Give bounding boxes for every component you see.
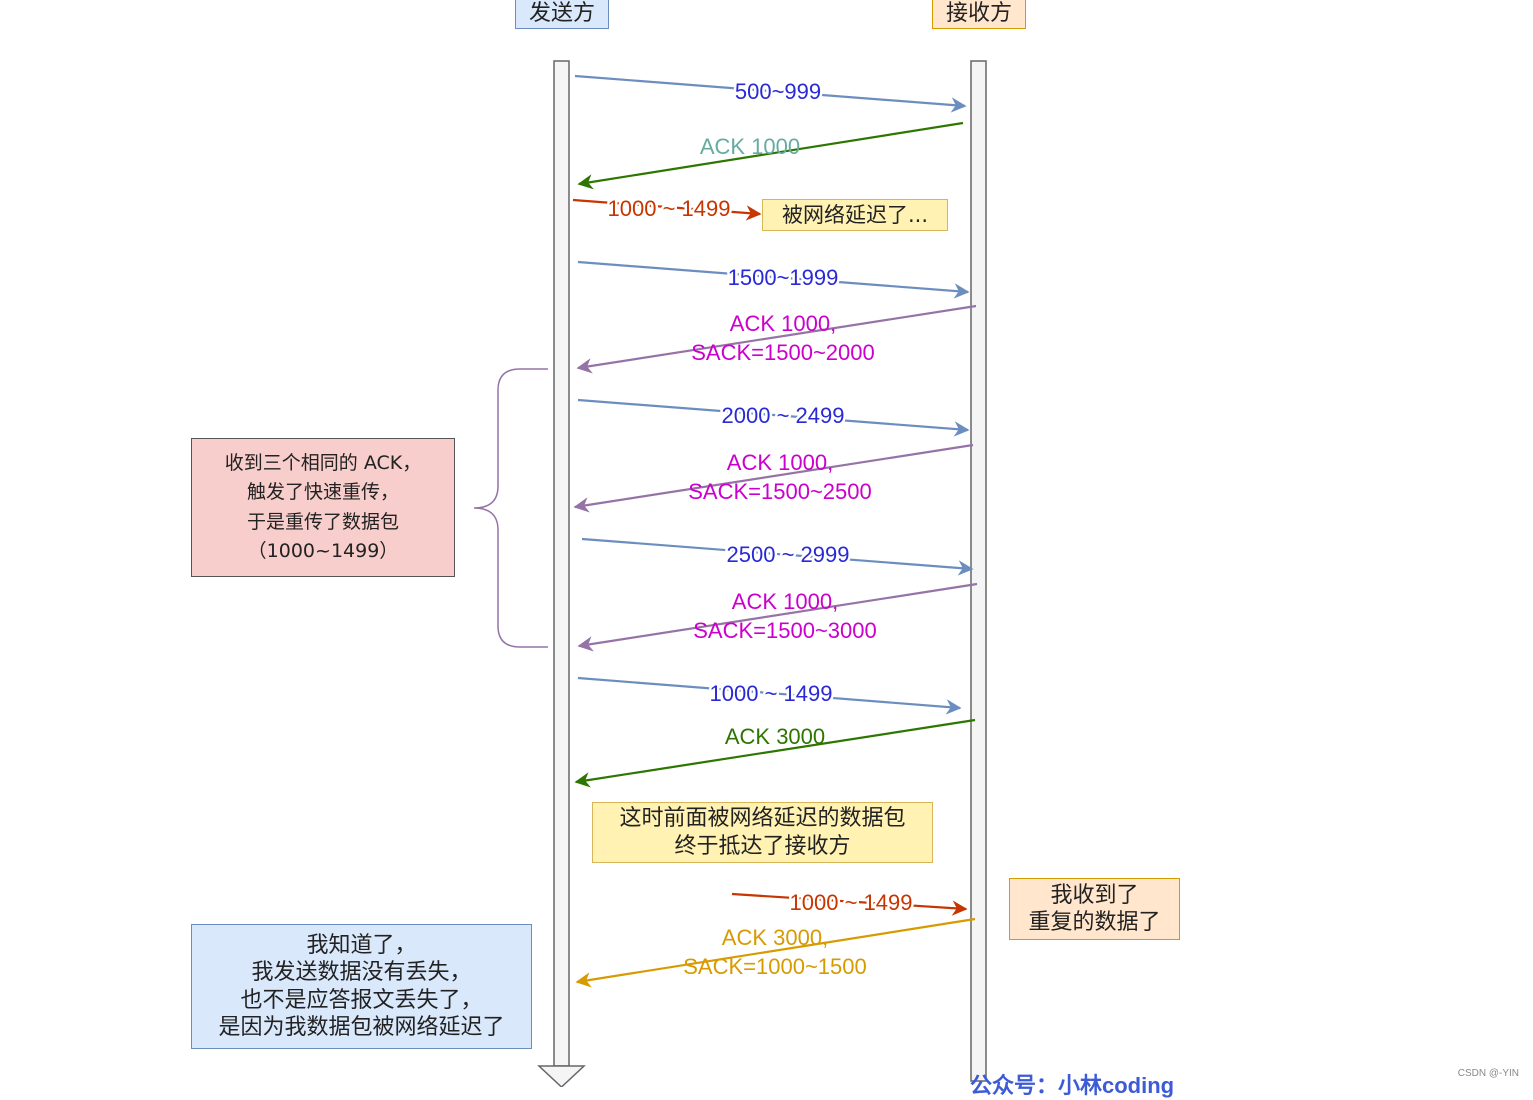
arrow-label-5: ACK 1000, SACK=1500~2000 — [691, 311, 875, 365]
note-line: 重复的数据了 — [1028, 910, 1161, 935]
note-line: 是因为我数据包被网络延迟了 — [218, 1015, 505, 1040]
arrow-label-9: ACK 1000, SACK=1500~3000 — [693, 589, 877, 643]
fast-retransmit-note: 收到三个相同的 ACK， 触发了快速重传， 于是重传了数据包 （1000~149… — [191, 438, 455, 577]
sender-header: 发送方 — [515, 0, 609, 29]
arrow-6 — [577, 398, 970, 437]
arrow-label-line: SACK=1500~2500 — [688, 479, 872, 504]
note-line: 我收到了 — [1050, 882, 1139, 908]
arrow-label-3: 1000 ~ 1499 — [608, 196, 731, 221]
arrow-label-line: ACK 1000, — [730, 311, 836, 336]
arrow-label-8: 2500 ~ 2999 — [727, 542, 850, 567]
arrow-label-line: 1000 ~ 1499 — [710, 681, 833, 706]
arrow-label-line: 1000 ~ 1499 — [790, 890, 913, 915]
arrow-label-line: 2500 ~ 2999 — [727, 542, 850, 567]
arrow-label-line: 1500~1999 — [728, 265, 839, 290]
arrow-13 — [575, 917, 976, 988]
arrow-label-11: ACK 3000 — [725, 724, 825, 749]
arrow-label-line: SACK=1500~2000 — [691, 340, 875, 365]
arrow-11 — [574, 718, 976, 788]
arrow-label-line: SACK=1000~1500 — [683, 954, 867, 979]
arrow-8 — [581, 537, 974, 576]
note-line: 触发了快速重传， — [246, 481, 399, 504]
arrow-label-12: 1000 ~ 1499 — [790, 890, 913, 915]
arrow-10 — [577, 676, 962, 715]
arrow-1 — [574, 74, 967, 113]
arrow-label-4: 1500~1999 — [728, 265, 839, 290]
arrow-label-7: ACK 1000, SACK=1500~2500 — [688, 450, 872, 504]
note-line: 终于抵达了接收方 — [674, 833, 851, 859]
credit-text: CSDN @-YIN — [1457, 1068, 1519, 1079]
arrow-label-line: 2000 ~ 2499 — [722, 403, 845, 428]
arrow-label-1: 500~999 — [735, 79, 821, 104]
curly-brace — [473, 368, 548, 648]
arrow-label-line: ACK 1000, — [732, 589, 838, 614]
delayed-note: 被网络延迟了... — [762, 199, 948, 231]
note-line: 这时前面被网络延迟的数据包 — [619, 806, 906, 831]
sender-lifeline — [537, 60, 586, 1087]
arrow-label-13: ACK 3000, SACK=1000~1500 — [683, 925, 867, 979]
receiver-header: 接收方 — [932, 0, 1026, 29]
duplicate-note: 我收到了 重复的数据了 — [1009, 878, 1180, 940]
note-line: 我发送数据没有丢失， — [251, 960, 472, 985]
note-line: 我知道了， — [306, 932, 417, 958]
arrived-note: 这时前面被网络延迟的数据包 终于抵达了接收方 — [592, 802, 933, 863]
conclusion-note: 我知道了， 我发送数据没有丢失， 也不是应答报文丢失了， 是因为我数据包被网络延… — [191, 924, 532, 1049]
arrow-label-line: ACK 3000 — [725, 724, 825, 749]
arrow-label-6: 2000 ~ 2499 — [722, 403, 845, 428]
arrow-3 — [572, 198, 762, 221]
note-line: 于是重传了数据包 — [246, 510, 399, 533]
note-line: 也不是应答报文丢失了， — [240, 987, 483, 1013]
arrow-9 — [577, 582, 978, 652]
receiver-lifeline — [970, 60, 987, 1082]
arrow-label-line: ACK 1000 — [700, 134, 800, 159]
arrow-7 — [573, 443, 974, 513]
arrow-12 — [731, 892, 968, 916]
arrow-label-line: 500~999 — [735, 79, 821, 104]
arrow-label-line: ACK 1000, — [727, 450, 833, 475]
watermark: 公众号：小林coding — [970, 1073, 1175, 1098]
arrow-5 — [576, 304, 977, 374]
arrow-label-2: ACK 1000 — [700, 134, 800, 159]
note-line: 收到三个相同的 ACK， — [224, 451, 422, 474]
arrow-label-line: SACK=1500~3000 — [693, 618, 877, 643]
arrow-2 — [577, 121, 964, 190]
arrow-label-line: 1000 ~ 1499 — [608, 196, 731, 221]
arrow-label-10: 1000 ~ 1499 — [710, 681, 833, 706]
note-line: （1000~1499） — [247, 539, 399, 562]
arrow-4 — [577, 260, 970, 299]
arrow-label-line: ACK 3000, — [722, 925, 828, 950]
